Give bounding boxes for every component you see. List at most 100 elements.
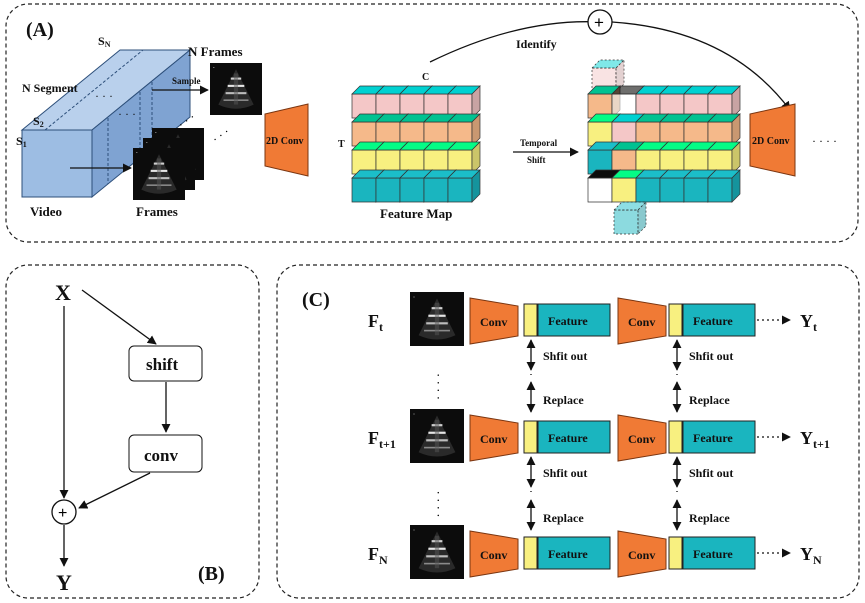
- panel-b-tag: (B): [198, 563, 225, 585]
- conv-label-r1-0: Conv: [480, 432, 507, 446]
- video-label: Video: [30, 204, 62, 219]
- feature-block-r0-1: Feature: [668, 303, 756, 337]
- shifted-cell-r2-c5: [707, 141, 741, 175]
- conv-label-r2-0: Conv: [480, 548, 507, 562]
- feature-block-r2-0: Feature: [523, 536, 611, 570]
- frame-label-r1: Ft+1: [368, 428, 396, 451]
- replace-label-g0-c1: Replace: [689, 393, 730, 407]
- panel-a-tag: (A): [26, 19, 54, 41]
- conv-label-r1-1: Conv: [628, 432, 655, 446]
- frames-ellipsis-2: · · ·: [209, 125, 232, 147]
- conv-block-r2-0: Conv: [469, 530, 519, 578]
- feature-label-r1-0: Feature: [548, 431, 588, 445]
- svg-text:· · ·: · · ·: [118, 107, 136, 121]
- frame-image-1: [133, 148, 185, 200]
- shift-box-label: shift: [146, 355, 178, 374]
- conv-to-add-arrow: [78, 472, 151, 509]
- panel-c-tag: (C): [302, 289, 330, 311]
- panel-b: X shift conv + Y (B): [5, 264, 260, 599]
- shift-out-label-g1-c1: Shfit out: [689, 466, 733, 480]
- feature-label-r2-1: Feature: [693, 547, 733, 561]
- shifted-cell-r0-c1: [611, 85, 645, 119]
- feature-block-r1-1: Feature: [668, 420, 756, 454]
- feature-map-cube: [351, 85, 481, 203]
- shift-label: Shift: [527, 155, 546, 165]
- n-segment-label: N Segment: [22, 81, 78, 95]
- time-axis-label: T: [338, 139, 345, 150]
- feature-label-r2-0: Feature: [548, 547, 588, 561]
- feature-label-r0-1: Feature: [693, 314, 733, 328]
- shifted-cell-ghost-bottom: [613, 201, 647, 235]
- n-frames-label: N Frames: [188, 44, 243, 59]
- feature-cell-r1-c4: [447, 113, 481, 147]
- feature-block-r1-0: Feature: [523, 420, 611, 454]
- conv-box-label: conv: [144, 446, 179, 465]
- channel-axis-label: C: [422, 72, 429, 83]
- input-x-label: X: [55, 280, 71, 305]
- identify-label: Identify: [516, 37, 557, 51]
- svg-text:· · ·: · · ·: [95, 89, 113, 103]
- shift-box: [128, 345, 203, 382]
- panel-a: (A) · · · · · · SN N Segment S2 S1 Video…: [5, 3, 859, 243]
- frame-label-r2: FN: [368, 544, 388, 567]
- conv-trapezoid-right: [749, 103, 796, 177]
- shifted-cell-r0-c5: [707, 85, 741, 119]
- conv-block-r1-0: Conv: [469, 414, 519, 462]
- conv-block-r0-0: Conv: [469, 297, 519, 345]
- frame-image-r0: [410, 292, 464, 346]
- frames-label: Frames: [136, 204, 178, 219]
- feature-map-label: Feature Map: [380, 206, 452, 221]
- feature-cell-r0-c4: [447, 85, 481, 119]
- segment-s2-label: S2: [33, 114, 44, 129]
- identity-plus-sign: +: [594, 13, 604, 32]
- conv-trapezoid-left: [264, 103, 309, 177]
- shift-out-label-g0-c0: Shfit out: [543, 349, 587, 363]
- conv-block-r0-1: Conv: [617, 297, 667, 345]
- output-label-r0: Yt: [800, 311, 817, 334]
- row-ellipsis-g1: · · · ·: [431, 491, 446, 518]
- output-label-r2: YN: [800, 544, 822, 567]
- feature-block-r2-1: Feature: [668, 536, 756, 570]
- shift-out-label-g1-c0: Shfit out: [543, 466, 587, 480]
- panel-b-frame: [5, 264, 260, 599]
- conv-box: [128, 434, 203, 473]
- segment-sn-label: SN: [98, 34, 111, 49]
- n-frames-image: [210, 63, 262, 115]
- panel-a-frame: [5, 3, 859, 243]
- trailing-dots: · · · ·: [812, 134, 837, 148]
- shifted-feature-cube: [587, 59, 741, 235]
- replace-label-g1-c0: Replace: [543, 511, 584, 525]
- row-ellipsis-g0: · · · ·: [431, 373, 446, 400]
- replace-label-g0-c0: Replace: [543, 393, 584, 407]
- sample-label: Sample: [172, 76, 201, 86]
- feature-cell-r3-c4: [447, 169, 481, 203]
- replace-label-g1-c1: Replace: [689, 511, 730, 525]
- conv-block-r2-1: Conv: [617, 530, 667, 578]
- conv-label-left: 2D Conv: [266, 136, 304, 147]
- temporal-label: Temporal: [520, 138, 558, 148]
- identity-plus-circle: [587, 9, 613, 35]
- conv-label-r0-0: Conv: [480, 315, 507, 329]
- x-to-shift-arrow: [81, 289, 157, 345]
- add-sign: +: [58, 505, 67, 522]
- frame-label-r0: Ft: [368, 311, 383, 334]
- conv-block-r1-1: Conv: [617, 414, 667, 462]
- feature-block-r0-0: Feature: [523, 303, 611, 337]
- feature-cell-r2-c4: [447, 141, 481, 175]
- output-y-label: Y: [56, 570, 72, 595]
- identity-curve: [429, 21, 601, 63]
- output-label-r1: Yt+1: [800, 428, 830, 451]
- panel-c-frame: [276, 264, 860, 599]
- frame-image-r2: [410, 525, 464, 579]
- identity-arrow: [611, 21, 791, 111]
- conv-label-right: 2D Conv: [752, 136, 790, 147]
- feature-label-r1-1: Feature: [693, 431, 733, 445]
- segment-s1-label: S1: [16, 134, 27, 149]
- frame-image-r1: [410, 409, 464, 463]
- feature-label-r0-0: Feature: [548, 314, 588, 328]
- video-prism: · · · · · ·: [20, 48, 192, 199]
- conv-label-r2-1: Conv: [628, 548, 655, 562]
- add-circle: [51, 499, 77, 525]
- shift-out-label-g0-c1: Shfit out: [689, 349, 733, 363]
